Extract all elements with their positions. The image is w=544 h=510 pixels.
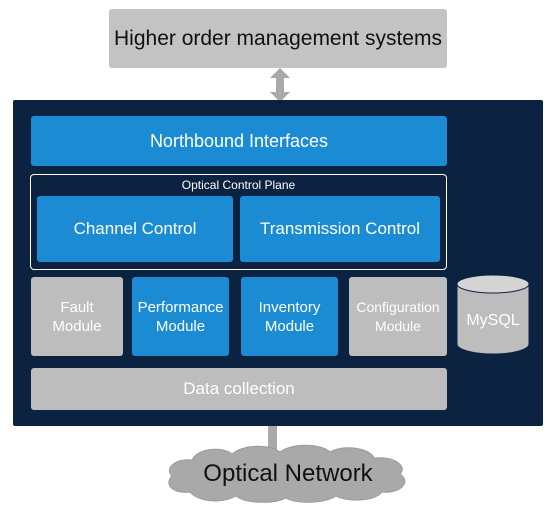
fault-module-line2: Module	[52, 317, 102, 335]
optical-control-plane-frame	[30, 174, 447, 270]
performance-module-box: Performance Module	[132, 277, 229, 356]
cloud-icon	[168, 444, 406, 503]
inventory-module-line2: Module	[264, 317, 315, 335]
database-label: MySQL	[466, 312, 520, 329]
northbound-interfaces-box: Northbound Interfaces	[31, 116, 447, 166]
performance-module-line2: Module	[155, 317, 206, 335]
fault-module-box: Fault Module	[31, 277, 123, 356]
configuration-module-line1: Configuration	[356, 298, 440, 315]
optical-control-plane-label: Optical Control Plane	[181, 178, 296, 192]
inventory-module-box: Inventory Module	[241, 277, 338, 356]
network-connector	[268, 426, 277, 450]
configuration-module-box: Configuration Module	[349, 277, 447, 356]
optical-network-label: Optical Network	[203, 460, 373, 487]
inventory-module-line1: Inventory	[258, 298, 321, 316]
database-cylinder-icon	[456, 274, 530, 355]
channel-control-box: Channel Control	[37, 196, 233, 262]
data-collection-box: Data collection	[31, 368, 447, 410]
configuration-module-line2: Module	[375, 317, 421, 334]
fault-module-line1: Fault	[60, 298, 94, 316]
performance-module-line1: Performance	[137, 298, 224, 316]
higher-order-management-box: Higher order management systems	[109, 9, 447, 68]
transmission-control-box: Transmission Control	[240, 196, 440, 262]
double-arrow-icon	[270, 68, 290, 102]
